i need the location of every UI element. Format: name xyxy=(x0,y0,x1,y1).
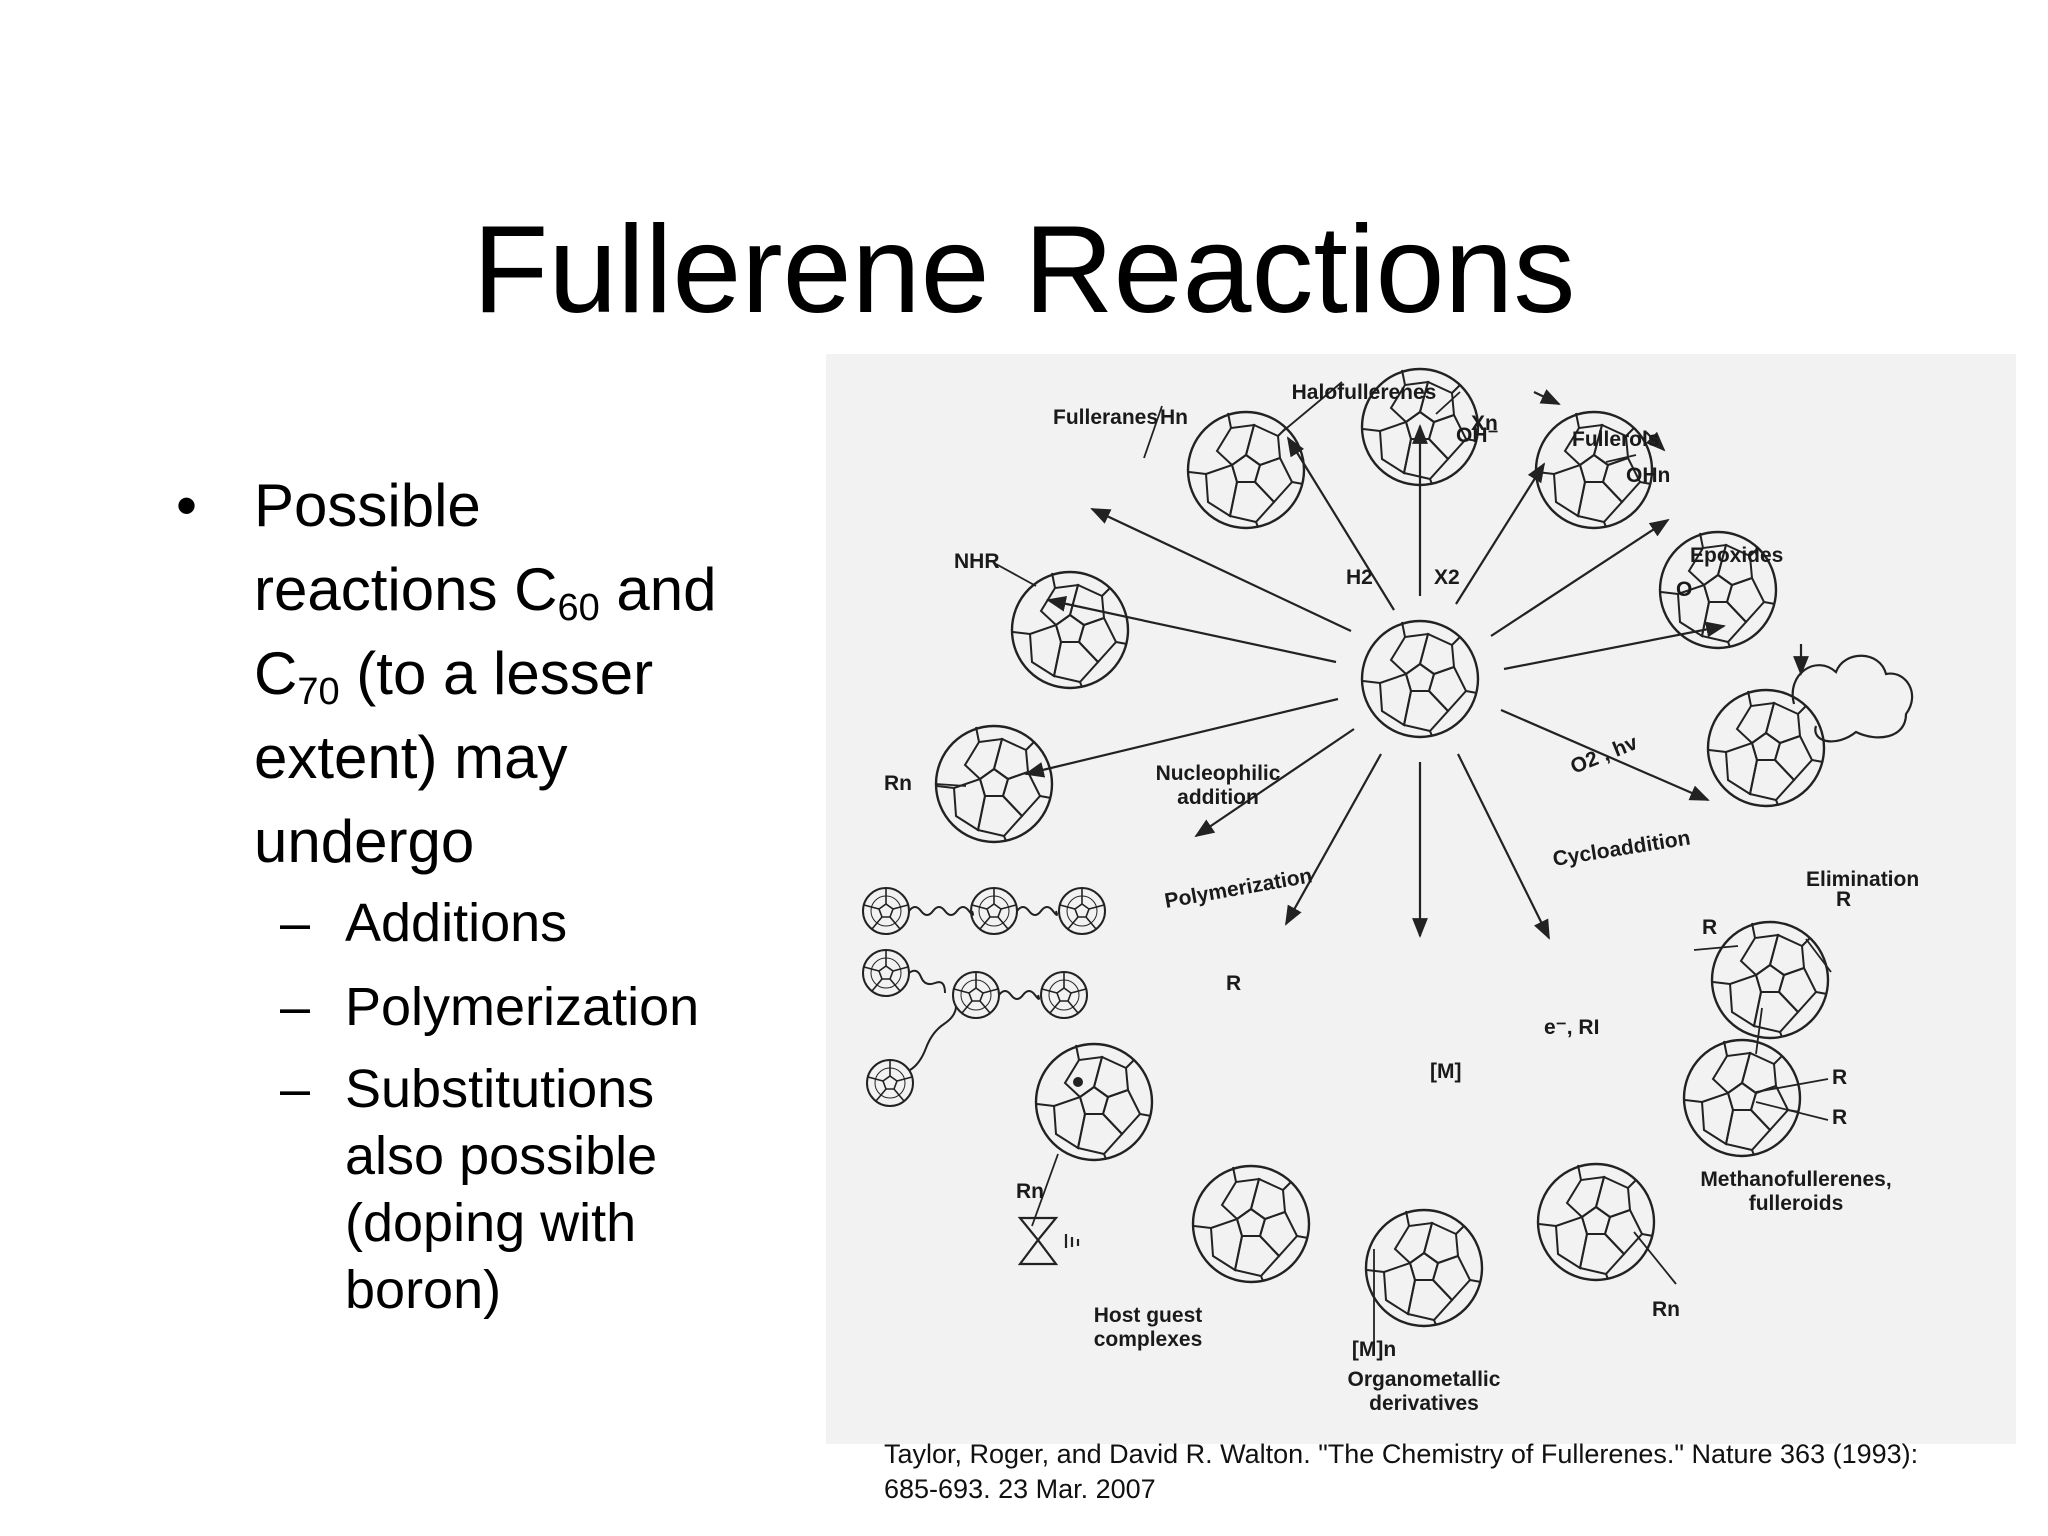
label-organometallic: Organometallic xyxy=(1348,1368,1501,1391)
label-xn: Xn xyxy=(1471,412,1498,435)
leader-lines xyxy=(935,381,1832,1354)
label-addition: addition xyxy=(1177,786,1259,809)
label-rn-bottom-right: Rn xyxy=(1652,1298,1680,1321)
citation-line: Taylor, Roger, and David R. Walton. "The… xyxy=(884,1439,1919,1469)
label-r-left: R xyxy=(1702,916,1717,939)
label-r-reagent: R xyxy=(1226,972,1241,995)
bullet-line: undergo xyxy=(254,808,475,875)
arrow-to-fullerols xyxy=(1455,462,1546,605)
label-fullerols: Fullerols xyxy=(1572,428,1660,451)
radical-molecule xyxy=(1034,1042,1154,1162)
label-r-top: R xyxy=(1836,888,1851,911)
host-guest-icon xyxy=(1017,1216,1080,1266)
slide-title: Fullerene Reactions xyxy=(472,201,1576,339)
arrow-to-host-guest xyxy=(1285,753,1382,926)
bullet-line: Possible xyxy=(254,472,481,539)
label-host-guest: Host guest xyxy=(1094,1304,1203,1327)
label-nhr: NHR xyxy=(954,550,1000,573)
label-rn-bottom-left: Rn xyxy=(1016,1180,1044,1203)
label-hn: Hn xyxy=(1160,406,1188,429)
arrow-to-polymer xyxy=(1024,697,1339,778)
citation: Taylor, Roger, and David R. Walton. "The… xyxy=(884,1437,2024,1507)
arrow-to-rn-bottom-right xyxy=(1457,753,1550,940)
label-e-ri: e⁻, RI xyxy=(1544,1016,1599,1039)
dot-marker xyxy=(1073,1077,1083,1087)
label-mn: [M]n xyxy=(1352,1338,1396,1361)
label-polymerization: Polymerization xyxy=(1163,864,1314,913)
citation-line: 685-693. 23 Mar. 2007 xyxy=(884,1474,1156,1504)
arrow-oh-minus xyxy=(1533,389,1561,405)
bullet-line: C70 (to a lesser xyxy=(254,640,654,713)
fullerene-reaction-diagram: Halofullerenes Xn Fulleranes Hn OH⁻ Full… xyxy=(826,354,2016,1444)
organometallic-molecule xyxy=(1364,1208,1484,1328)
rn-bottom-right-molecule xyxy=(1536,1162,1656,1282)
label-o2-hv: O2 , hv xyxy=(1567,731,1641,779)
dash: – xyxy=(280,1059,311,1119)
sub-bullet-polymerization: – Polymerization xyxy=(170,972,810,1042)
dash: – xyxy=(280,893,311,953)
rn-left-molecule xyxy=(934,724,1054,844)
arrow-to-epoxides xyxy=(1490,518,1670,637)
arrow-to-radical xyxy=(1194,728,1355,838)
arrow-fullerols-to-epoxides xyxy=(1645,431,1666,452)
sub-bullet-additions: – Additions xyxy=(170,888,810,958)
label-cycloaddition: Cycloaddition xyxy=(1551,827,1692,871)
dash: – xyxy=(280,977,311,1037)
host-guest-molecule xyxy=(1191,1164,1311,1284)
fulleranes-molecule xyxy=(1186,410,1306,530)
label-nucleophilic: Nucleophilic xyxy=(1156,762,1281,785)
label-complexes: complexes xyxy=(1094,1328,1203,1351)
bullet-list: • Possible reactions C60 and C70 (to a l… xyxy=(170,464,810,1324)
label-h2: H2 xyxy=(1346,566,1373,589)
bullet-main: • Possible reactions C60 and C70 (to a l… xyxy=(170,464,810,884)
label-r-lower: R xyxy=(1832,1106,1847,1129)
label-fulleranes: Fulleranes xyxy=(1053,406,1158,429)
arrow-to-nhr xyxy=(1090,508,1352,632)
arrow-to-cycloaddition xyxy=(1503,621,1726,671)
label-ohn: OHn xyxy=(1626,464,1670,487)
bullet-dot: • xyxy=(176,472,198,539)
label-o: O xyxy=(1676,578,1692,601)
reaction-arrows xyxy=(1024,389,1809,940)
label-fulleroids: fulleroids xyxy=(1749,1192,1844,1215)
arrow-to-elimination xyxy=(1500,708,1710,802)
label-derivatives: derivatives xyxy=(1369,1392,1479,1415)
label-elimination: Elimination xyxy=(1806,868,1919,891)
label-rn-left: Rn xyxy=(884,772,912,795)
nhr-molecule xyxy=(1010,570,1130,690)
sub-bullet-substitutions: – Substitutions also possible (doping wi… xyxy=(170,1056,810,1324)
label-halofullerenes: Halofullerenes xyxy=(1292,381,1437,404)
methanofullerenes-molecule xyxy=(1682,1038,1802,1158)
elimination-molecule xyxy=(1710,920,1830,1040)
arrow-to-rn-left xyxy=(1046,596,1337,664)
label-epoxides: Epoxides xyxy=(1690,544,1783,567)
central-c60-molecule xyxy=(1360,619,1480,739)
label-m: [M] xyxy=(1430,1060,1461,1083)
bullet-line: reactions C60 and xyxy=(254,556,717,629)
label-x2: X2 xyxy=(1434,566,1460,589)
label-oh-minus: OH⁻ xyxy=(1456,424,1499,447)
label-methanofullerenes: Methanofullerenes, xyxy=(1700,1168,1891,1191)
ring-loop-icon xyxy=(1791,654,1914,743)
cycloaddition-molecule xyxy=(1706,688,1826,808)
polymer-chains-icon xyxy=(862,887,1106,1107)
bullet-line: extent) may xyxy=(254,724,568,791)
label-r-upper: R xyxy=(1832,1066,1847,1089)
arrow-to-fulleranes xyxy=(1286,436,1395,611)
